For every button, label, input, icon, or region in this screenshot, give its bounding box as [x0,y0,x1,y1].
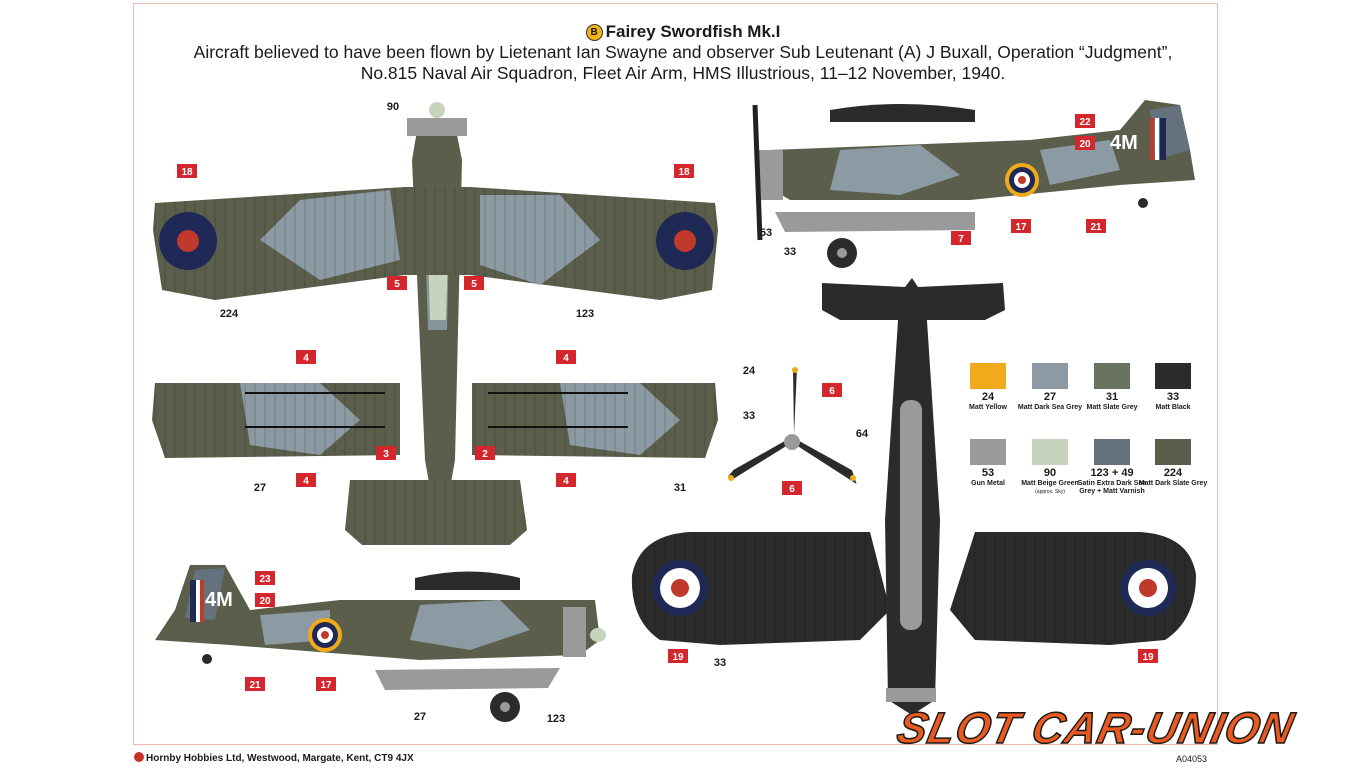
paint-number: 24 [743,365,756,377]
callout-4: 4 [296,473,316,487]
callout-5: 5 [387,276,407,290]
callout-19: 19 [1138,649,1158,663]
svg-text:19: 19 [672,652,684,663]
scheme-description-line-2: No.815 Naval Air Squadron, Fleet Air Arm… [360,63,1006,83]
propeller-detail [728,367,857,484]
colour-swatch [970,363,1006,389]
colour-swatch [1032,439,1068,465]
paint-number: 33 [743,410,755,422]
sheet-code: A04053 [1176,754,1208,764]
callout-2: 2 [475,446,495,460]
svg-text:3: 3 [383,449,389,460]
paint-number: 90 [387,101,399,113]
paint-number: 33 [714,657,726,669]
top-view [152,102,718,545]
callout-17: 17 [316,677,336,691]
paint-number: 123 [547,713,565,725]
side-view-starboard: 4M [752,100,1195,268]
svg-text:22: 22 [1079,117,1091,128]
callout-20: 20 [255,593,275,607]
callout-18: 18 [674,164,694,178]
scheme-title-text: Fairey Swordfish Mk.I [605,22,781,41]
paint-number: 224 [220,308,239,320]
svg-text:6: 6 [829,386,835,397]
svg-text:4: 4 [563,353,569,364]
footer-address: Hornby Hobbies Ltd, Westwood, Margate, K… [134,752,414,764]
paint-number: 31 [674,482,686,494]
callout-4: 4 [556,350,576,364]
footer-company-text: Hornby Hobbies Ltd, Westwood, Margate, K… [146,753,414,764]
svg-text:18: 18 [678,167,690,178]
paint-number: 27 [414,711,426,723]
svg-text:4: 4 [303,476,309,487]
hornby-logo-icon [134,752,144,762]
callout-7: 7 [951,231,971,245]
code-letters-starboard: 4M [1110,132,1138,154]
colour-swatch [970,439,1006,465]
svg-text:17: 17 [1015,222,1027,233]
paint-number: 33 [784,246,796,258]
svg-text:19: 19 [1142,652,1154,663]
paint-number: 123 [576,308,594,320]
svg-text:7: 7 [958,234,964,245]
side-view-port: 4M [155,565,606,722]
svg-text:5: 5 [394,279,400,290]
callout-18: 18 [177,164,197,178]
underside-view [631,278,1196,715]
svg-text:20: 20 [259,596,271,607]
callout-23: 23 [255,571,275,585]
callout-5: 5 [464,276,484,290]
paint-number: 64 [856,428,869,440]
svg-text:2: 2 [482,449,488,460]
callout-4: 4 [556,473,576,487]
watermark-logo: SLOT CAR-UNION [892,703,1299,754]
svg-text:21: 21 [1090,222,1102,233]
callout-21: 21 [1086,219,1106,233]
callout-4: 4 [296,350,316,364]
callout-21: 21 [245,677,265,691]
svg-text:18: 18 [181,167,193,178]
paint-number: 53 [760,227,772,239]
callout-6: 6 [822,383,842,397]
callout-17: 17 [1011,219,1031,233]
scheme-badge: B [585,24,603,41]
scheme-description-line-1: Aircraft believed to have been flown by … [193,42,1173,62]
svg-text:20: 20 [1079,139,1091,150]
colour-swatch [1032,363,1068,389]
callout-22: 22 [1075,114,1095,128]
callout-20: 20 [1075,136,1095,150]
paint-number: 27 [254,482,266,494]
colour-swatch [1155,439,1191,465]
svg-text:6: 6 [789,484,795,495]
svg-text:4: 4 [303,353,309,364]
code-letters-port: 4M [205,589,233,611]
colour-swatch [1094,439,1130,465]
callout-6: 6 [782,481,802,495]
colour-swatch [1094,363,1130,389]
callout-3: 3 [376,446,396,460]
svg-text:21: 21 [249,680,261,691]
colour-swatch [1155,363,1191,389]
svg-text:5: 5 [471,279,477,290]
svg-text:17: 17 [320,680,332,691]
callout-19: 19 [668,649,688,663]
svg-text:23: 23 [259,574,271,585]
svg-text:4: 4 [563,476,569,487]
